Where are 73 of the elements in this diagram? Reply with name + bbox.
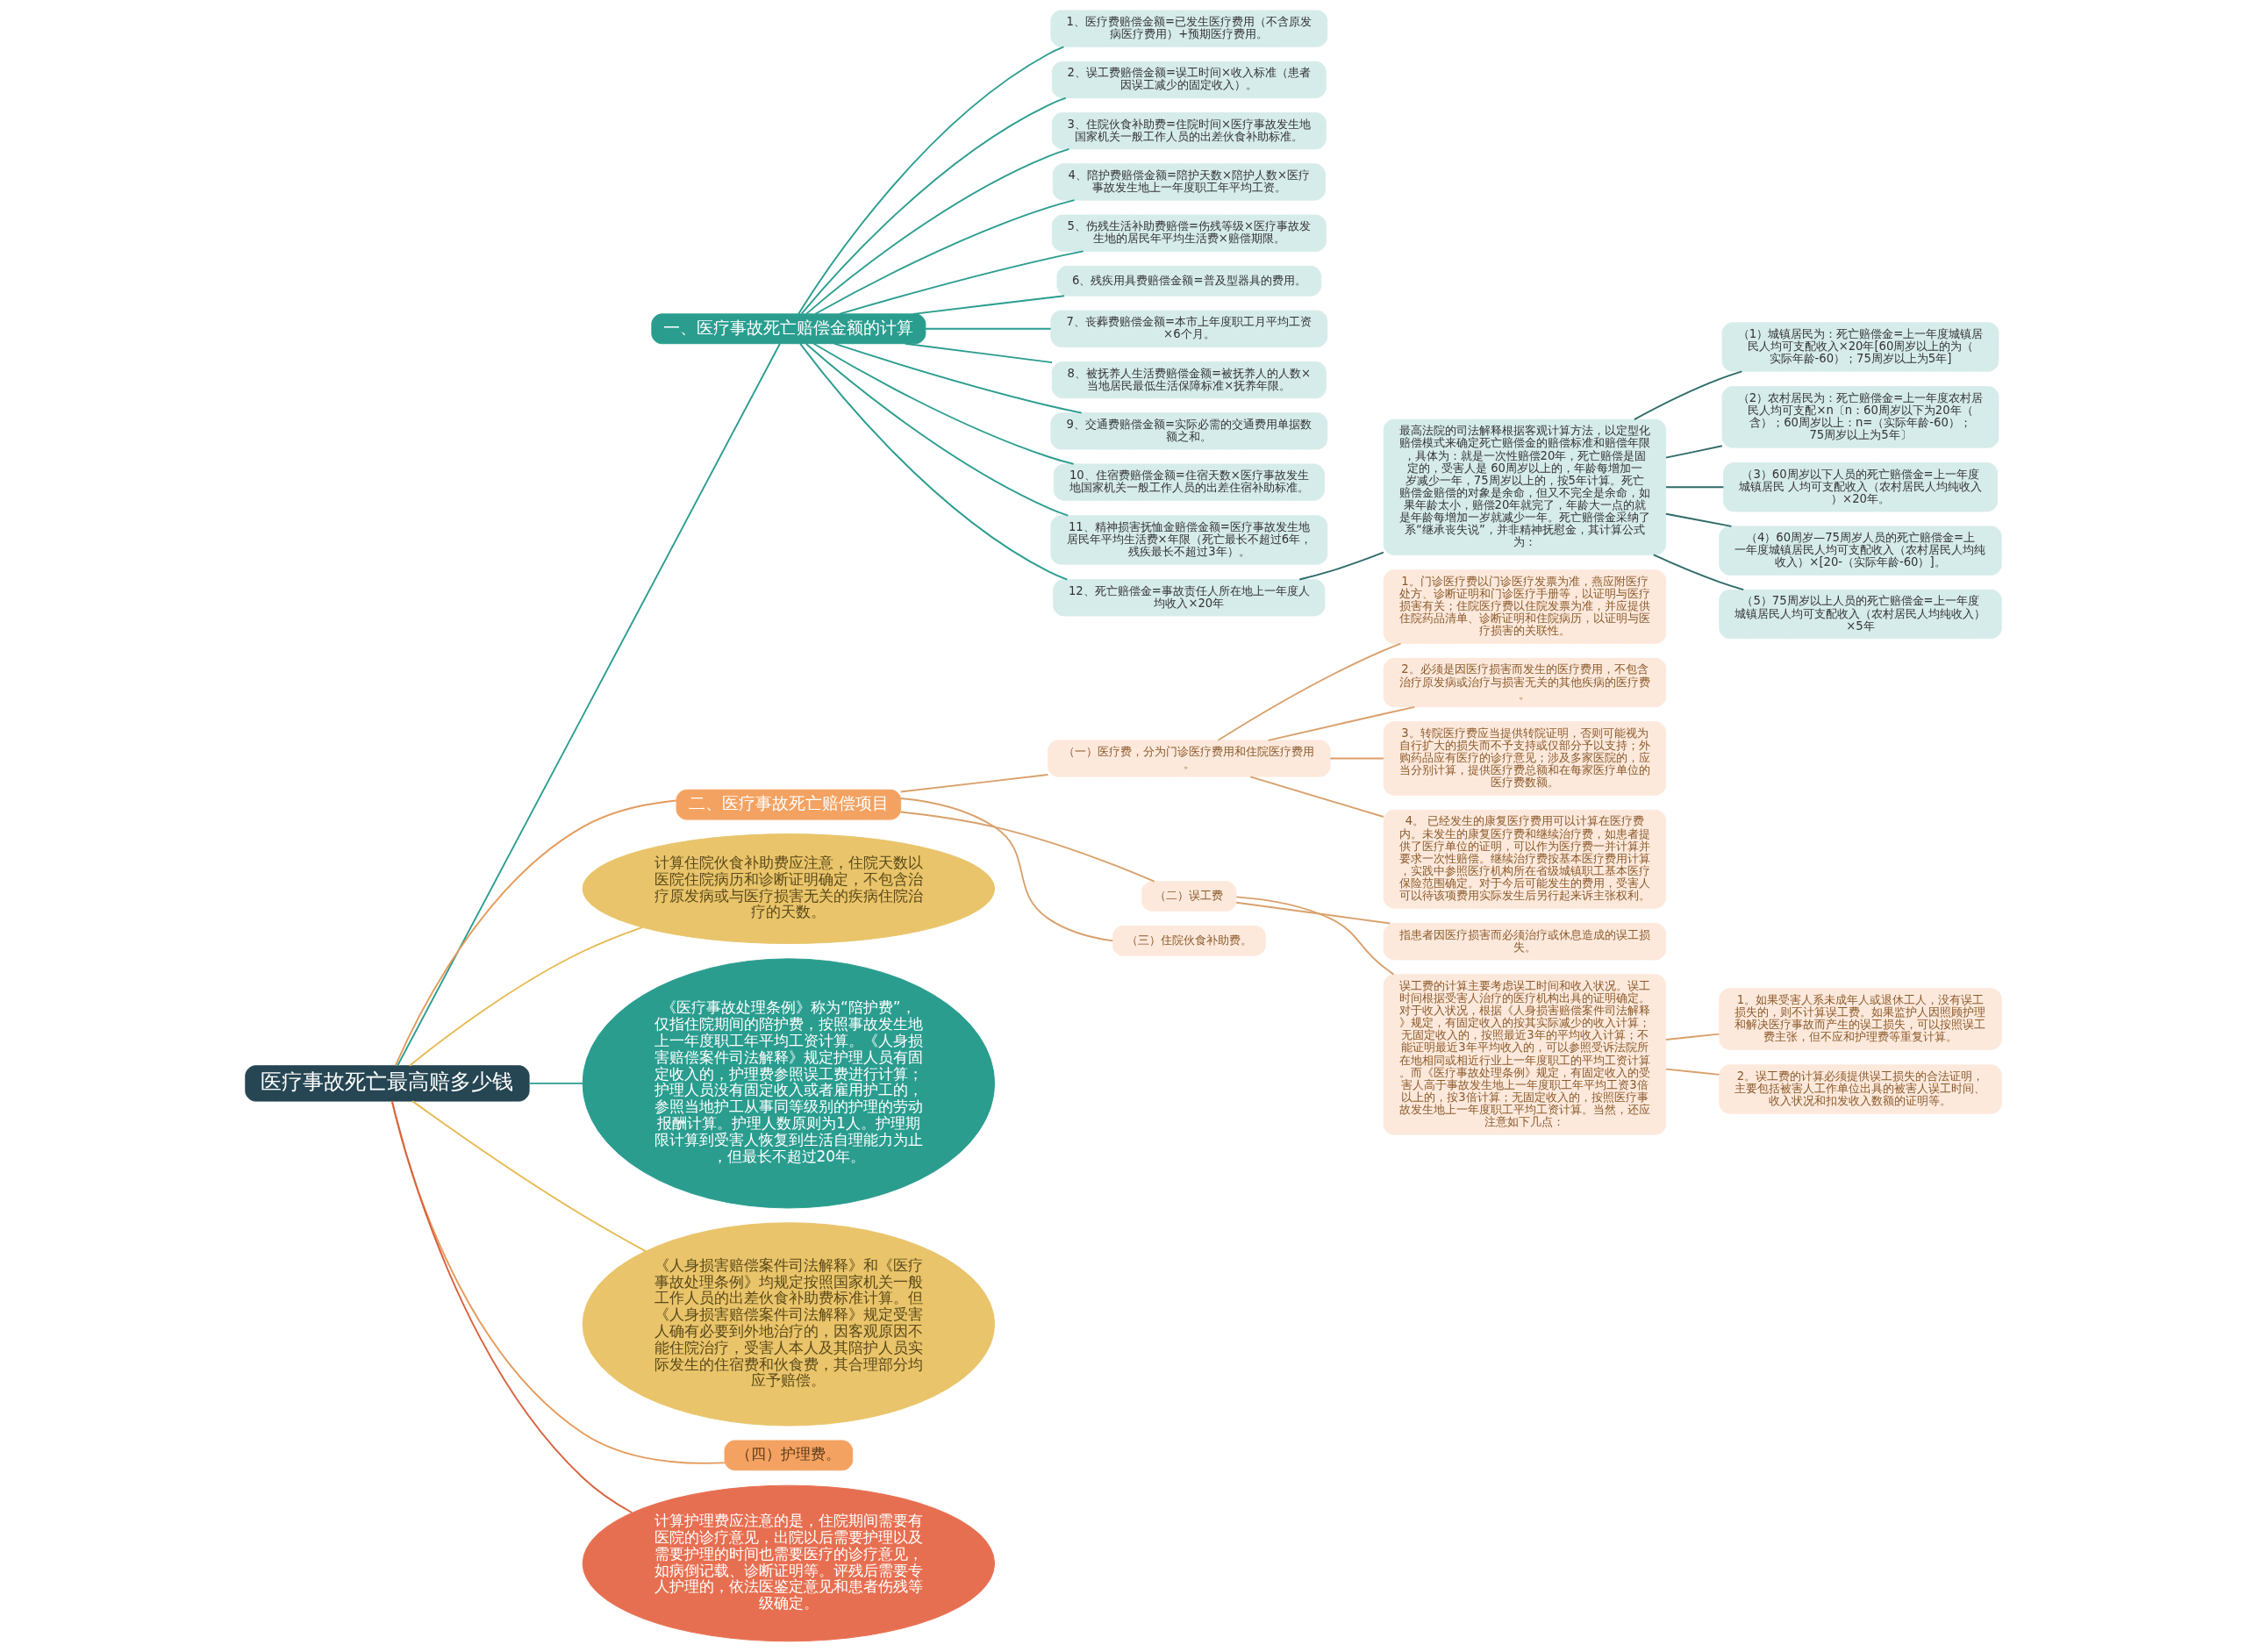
node-box: （5）75周岁以上人员的死亡赔偿金=上一年度城镇居民人均可支配收入（农村居民人均纯收入）×5年 [1718,589,2002,640]
node-box: （2）农村居民为：死亡赔偿金=上一年度农村居民人均可支配×n〔n：60周岁以下为20年（含）；60周岁以上：n=（实际年龄-60）；75周岁以上为5年〕 [1721,386,1999,448]
node-box: 2、误工费赔偿金额=误工时间×收入标准（患者因误工减少的固定收入）。 [1051,61,1327,99]
connector [912,295,1065,315]
connector [390,1100,633,1513]
connector [1234,901,1391,925]
connector [805,343,1069,517]
connector [812,342,1075,465]
connector [813,199,1076,315]
node-box: 8、被抚养人生活费赔偿金额=被抚养人的人数×当地居民最低生活保障标准×抚养年限。 [1051,361,1327,399]
node-box: 医疗事故死亡最高赔多少钱 [244,1065,530,1102]
node-box: （四）护理费。 [724,1440,853,1471]
connector [1664,1068,1720,1076]
node-ellipse: 计算护理费应注意的是，住院期间需要有医院的诊疗意见，出院以后需要护理以及需要护理的时间也需要医疗的诊疗意见，如病倒记载、诊断证明等。评残后需要专人护理的，依法医鉴定意见和患者伤残等级确定。 [582,1484,995,1642]
node-box: 一、医疗事故死亡赔偿金额的计算 [650,313,926,345]
node-box: （4）60周岁—75周岁人员的死亡赔偿金=上一年度城镇居民人均可支配收入（农村居民人均纯收入）×[20-（实际年龄-60）]。 [1718,526,2002,576]
node-box: （1）城镇居民为：死亡赔偿金=上一年度城镇居民人均可支配收入×20年[60周岁以上的为（实际年龄-60）；75周岁以上为5年] [1721,322,1999,372]
node-box: 二、医疗事故死亡赔偿项目 [676,789,901,820]
connector [408,926,643,1067]
connector [805,148,1069,315]
node-box: 9、交通费赔偿金额=实际必需的交通费用单据数额之和。 [1049,412,1327,450]
connector [1328,757,1384,760]
node-box: 最高法院的司法解释根据客观计算方法，以定型化赔偿模式来确定死亡赔偿金的赔偿标准和赔偿年限，具体为：就是一次性赔偿20年，死亡赔偿是固定的，受害人是 60周岁以上的，年龄每增加一岁减少一年，75周岁以上的，按5年计算。死亡赔偿金赔偿的对象是余命，但又不完全是余命，如果年龄太小，赔偿20年就完了，年龄大一点的就是年龄每增加一岁就减少一年。死亡赔偿金采纳了系“继承丧失说”，并非精神抚慰金，其计算公式为： [1383,418,1666,555]
node-box: 1。如果受害人系未成年人或退休工人，没有误工损失的，则不计算误工费。如果监护人因照顾护理和解决医疗事故而产生的误工损失，可以按照误工费主张，但不应和护理费等重复计算。 [1718,988,2002,1050]
connector [390,1100,726,1464]
node-box: 5、伤残生活补助费赔偿=伤残等级×医疗事故发生地的居民年平均生活费×赔偿期限。 [1051,214,1327,252]
connector [527,1082,583,1084]
node-ellipse: 《人身损害赔偿案件司法解释》和《医疗事故处理条例》均规定按照国家机关一般工作人员的出差伙食补助费标准计算。但《人身损害赔偿案件司法解释》规定受害人确有必要到外地治疗的，因客观原因不能住院治疗，受害人本人及其陪护人员实际发生的住宿费和伙食费，其合理部分均应予赔偿。 [582,1222,995,1427]
connector [394,799,677,1067]
connector [833,342,1083,414]
node-box: 3。转院医疗费应当提供转院证明，否则可能视为自行扩大的损失而不予支持或仅部分予以支持；外购药品应有医疗的诊疗意见；涉及多家医院的，应当分别计算，提供医疗费总额和在每家医疗单位的医疗费数额。 [1383,721,1666,796]
node-box: 1、医疗费赔偿金额=已发生医疗费用（不含原发病医疗费用）+预期医疗费用。 [1049,10,1327,47]
node-box: 误工费的计算主要考虑误工时间和收入状况。误工时间根据受害人治疗的医疗机构出具的证明确定。对于收入状况，根据《人身损害赔偿案件司法解释》规定，有固定收入的按其实际减少的收入计算；无固定收入的，按照最近3年的平均收入计算；不能证明最近3年平均收入的，可以参照受诉法院所在地相同或相近行业上一年度职工的平均工资计算。而《医疗事故处理条例》规定，有固定收入的受害人高于事故发生地上一年度职工年平均工资3倍以上的，按3倍计算；无固定收入的，按照医疗事故发生地上一年度职工平均工资计算。当然，还应注意如下几点： [1383,974,1666,1135]
connector [1664,486,1724,489]
node-box: 2。误工费的计算必须提供误工损失的合法证明，主要包括被害人工作单位出具的被害人误工时间、收入状况和扣发收入数额的证明等。 [1718,1064,2002,1114]
connector [1633,370,1742,420]
connector [904,342,1053,364]
connector [396,342,781,1067]
node-box: 10、住宿费赔偿金额=住宿天数×医疗事故发生地国家机关一般工作人员的出差住宿补助标准。 [1053,463,1325,501]
connector [1652,554,1744,591]
node-box: 6、残疾用具费赔偿金额=普及型器具的费用。 [1055,265,1321,297]
node-ellipse: 《医疗事故处理条例》称为“陪护费”，仅指住院期间的陪护费，按照事故发生地上一年度职工年平均工资计算。《人身损害赔偿案件司法解释》规定护理人员有固定收入的，护理费参照误工费进行计算；护理人员没有固定收入或者雇用护工的，参照当地护工从事同等级别的护理的劳动报酬计算。护理人数原则为1人。护理期限计算到受害人恢复到生活自理能力为止，但最长不超过20年。 [582,958,995,1209]
connector [798,342,1068,581]
connector [1664,1033,1720,1041]
node-ellipse: 计算住院伙食补助费应注意，住院天数以医院住院病历和诊断证明确定，不包含治疗原发病或与医疗损害无关的疾病住院治疗的天数。 [582,833,995,944]
node-box: 7、丧葬费赔偿金额=本市上年度职工月平均工资×6个月。 [1049,310,1327,347]
connector [899,774,1048,793]
node-box: （3）60周岁以下人员的死亡赔偿金=上一年度城镇居民 人均可支配收入（农村居民人均纯收入）×20年。 [1722,462,1998,512]
node-box: （二）误工费 [1141,881,1236,912]
connector [411,1100,647,1253]
node-box: 3、住院伙食补助费=住院时间×医疗事故发生地国家机关一般工作人员的出差伙食补助标准。 [1051,112,1327,150]
connector [1234,896,1394,976]
node-box: 12、死亡赔偿金=事故责任人所在地上一年度人均收入×20年 [1052,579,1325,617]
node-box: 4。 已经发生的康复医疗费用可以计算在医疗费内。未发生的康复医疗费和继续治疗费，如患者提供了医疗单位的证明，可以作为医疗费一并计算并要求一次性赔偿。继续治疗费按基本医疗费用计算，实践中参照医疗机构所在省级城镇职工基本医疗保险范围确定。对于今后可能发生的费用，受害人可以待该项费用实际发生后另行起来诉主张权利。 [1383,809,1666,909]
node-box: 11、精神损害抚恤金赔偿金额=医疗事故发生地居民年平均生活费×年限（死亡最长不超过6年，残疾最长不超过3年）。 [1049,515,1327,565]
connector [800,97,1067,315]
connector [1664,445,1723,459]
connector [838,250,1084,315]
connector [1664,512,1732,527]
connector [797,46,1064,315]
connector [1217,642,1401,741]
node-box: 4、陪护费赔偿金额=陪护天数×陪护人数×医疗事故发生地上一年度职工年平均工资。 [1052,163,1326,201]
connector [924,327,1052,330]
connector [1248,776,1384,818]
node-box: 1。门诊医疗费以门诊医疗发票为准，燕应附医疗处方、诊断证明和门诊医疗手册等，以证明与医疗损害有关；住院医疗费以住院发票为准，并应提供住院药品清单、诊断证明和住院病历，以证明与医疗损害的关联性。 [1383,569,1666,644]
connector [899,797,1113,942]
node-box: 指患者因医疗损害而必须治疗或休息造成的误工损失。 [1383,923,1666,961]
connector [1298,551,1384,581]
node-box: （一）医疗费，分为门诊医疗费用和住院医疗费用。 [1047,740,1331,777]
node-box: （三）住院伙食补助费。 [1112,925,1266,956]
connector [1267,705,1415,741]
connector [899,811,1155,883]
node-box: 2。必须是因医疗损害而发生的医疗费用，不包含治疗原发病或治疗与损害无关的其他疾病的医疗费。 [1383,657,1666,708]
